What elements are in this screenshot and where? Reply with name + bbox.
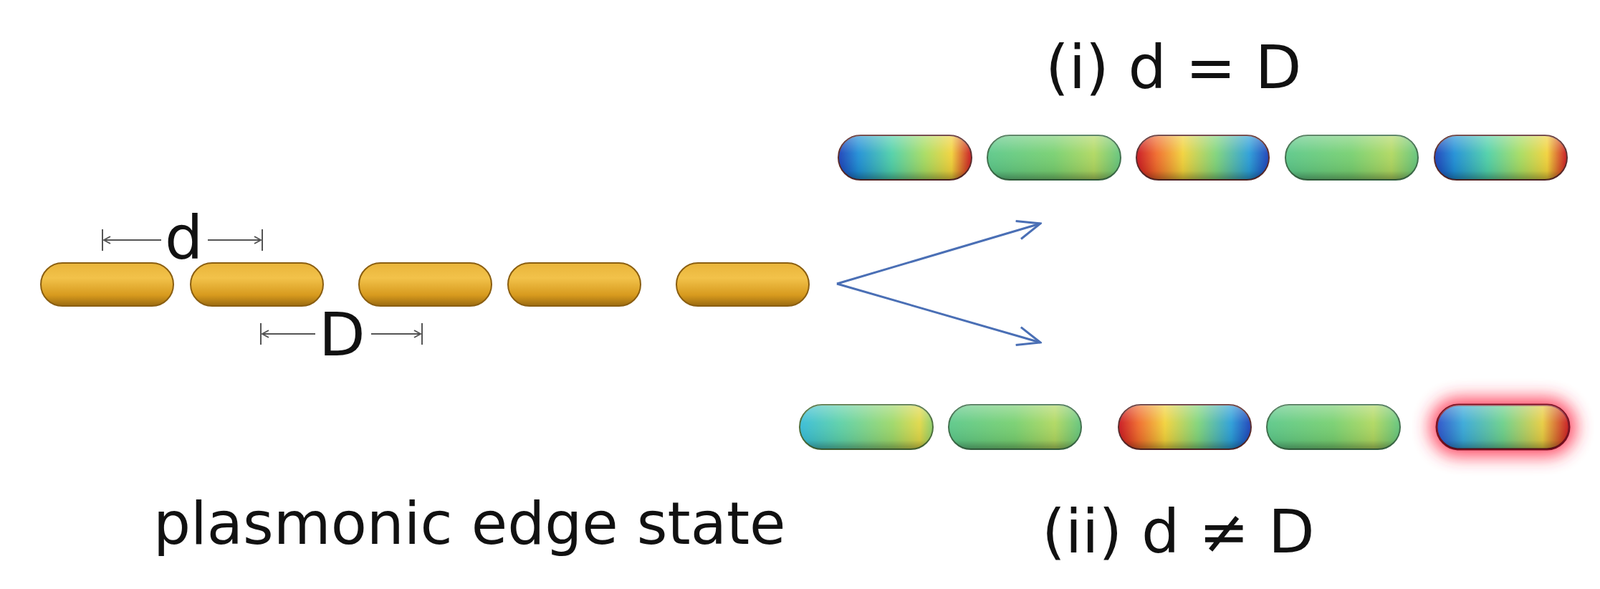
branch-arrows [836,223,1041,343]
nanorod-shading [987,135,1121,180]
case-label: (i) d = D [1045,37,1302,98]
nanorod-shading [1118,404,1252,450]
field-nanorod [987,135,1121,180]
dimension-label: D [318,304,366,365]
gold-nanorod-chain [40,262,809,306]
edge-state-glow [1429,397,1577,457]
gold-nanorod [358,262,492,306]
gold-nanorod [676,262,809,306]
dimension-tick [261,229,263,251]
field-nanorod [1266,404,1401,450]
caption-label: plasmonic edge state [153,494,787,554]
branch-arrow [836,283,1041,343]
case-label: (ii) d ≠ D [1041,501,1315,562]
dimension-arrow [207,239,261,241]
dimension-tick [260,323,262,345]
nanorod-shading [1436,404,1570,450]
nanorod-shading [1266,404,1401,450]
dimension-arrow [371,333,421,335]
field-nanorod [838,135,972,180]
field-nanorod [1118,404,1252,450]
nanorod-shading [1285,135,1419,180]
field-map-chain [838,135,1568,180]
nanorod-shading [799,404,933,450]
nanorod-shading [1136,135,1269,180]
dimension-arrow [103,239,162,241]
field-nanorod [948,404,1082,450]
dimension-tick [421,323,423,345]
nanorod-shading [948,404,1082,450]
dimension-tick [101,229,104,251]
field-nanorod [1434,135,1568,180]
branch-arrow [836,223,1041,284]
dimension-label: d [164,207,203,268]
gold-nanorod [40,262,174,306]
dimension-arrow [262,333,316,335]
gold-nanorod [508,262,641,306]
gold-nanorod [190,262,324,306]
nanorod-shading [1434,135,1568,180]
field-map-chain [799,397,1577,457]
nanorod-shading [838,135,972,180]
field-nanorod [1136,135,1269,180]
edge-nanorod [1436,404,1570,450]
field-nanorod [799,404,933,450]
field-nanorod [1285,135,1419,180]
